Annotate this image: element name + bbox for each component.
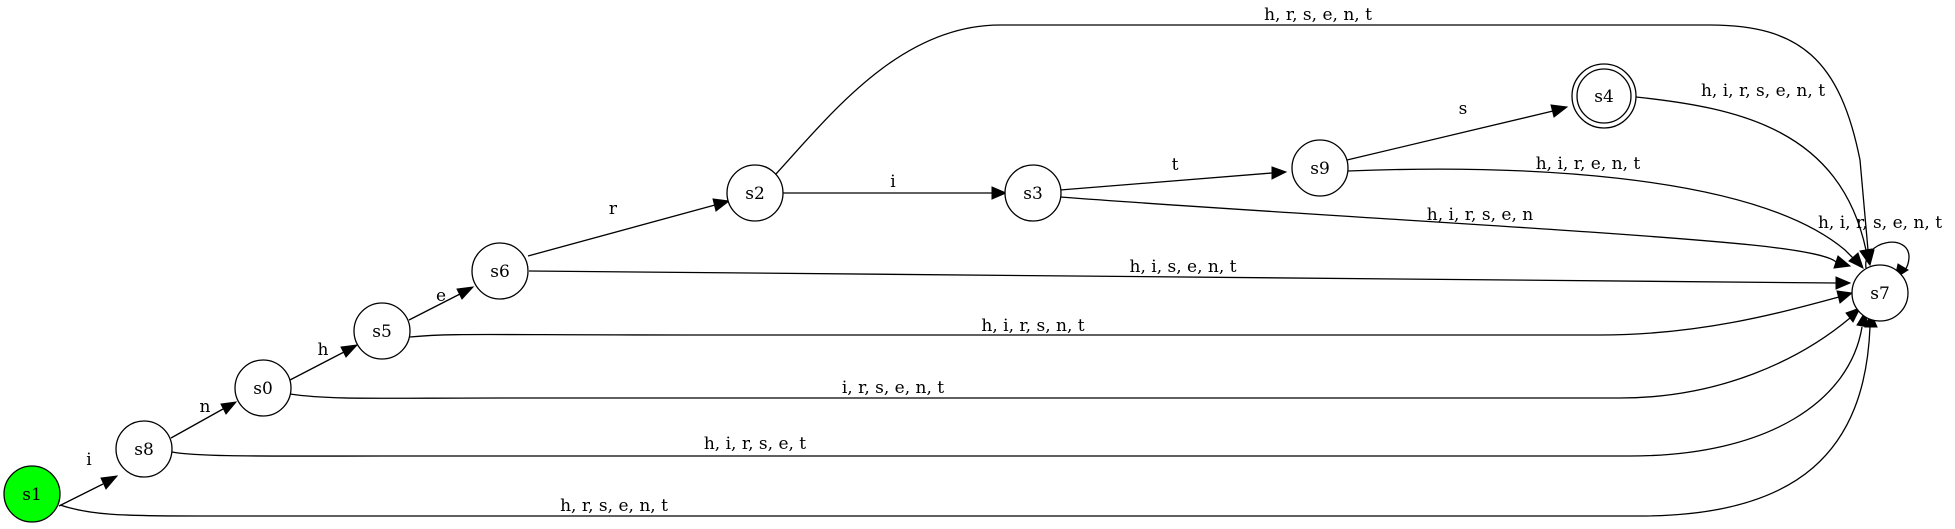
state-circle (471, 242, 529, 300)
node-label-s4: s4 (1594, 87, 1614, 107)
edge-s6-s2: r (527, 198, 731, 257)
edge-s2-s7: h, r, s, e, n, t (774, 5, 1875, 267)
edge-s9-s7: h, i, r, e, n, t (1347, 154, 1864, 269)
node-label-s2: s2 (745, 184, 765, 204)
node-label-s6: s6 (490, 262, 510, 282)
node-s2: s2 (726, 164, 784, 222)
edge-label-s8-s7: h, i, r, s, e, t (704, 434, 806, 454)
edge-label-s6-s2: r (609, 199, 618, 219)
edge-s5-s6: e (408, 286, 475, 321)
node-s6: s6 (471, 242, 529, 300)
edge-s0-s7: i, r, s, e, n, t (289, 307, 1862, 399)
node-s5: s5 (353, 302, 411, 360)
node-label-s1: s1 (22, 485, 42, 505)
edge-s6-s7: h, i, s, e, n, t (528, 257, 1852, 290)
edge-s0-s5: h (289, 340, 359, 381)
node-s8: s8 (115, 420, 173, 478)
edge-label-s5-s6: e (436, 286, 446, 306)
edge-s9-s4: s (1346, 99, 1569, 161)
state-circle (1851, 264, 1909, 322)
edge-label-s8-s0: n (200, 397, 211, 417)
node-label-s9: s9 (1310, 159, 1330, 179)
node-s0: s0 (234, 359, 292, 417)
edge-s8-s0: n (170, 397, 238, 439)
edge-s3-s9: t (1059, 155, 1288, 191)
edge-label-s9-s7: h, i, r, e, n, t (1536, 154, 1641, 174)
edge-label-s5-s7: h, i, r, s, n, t (981, 316, 1084, 336)
node-s1: s1 (3, 465, 61, 523)
edge-label-s3-s9: t (1172, 155, 1179, 175)
accepting-state-inner-circle (1576, 68, 1632, 124)
edge-label-s9-s4: s (1459, 99, 1468, 119)
edge-label-s2-s3: i (890, 172, 896, 192)
node-label-s0: s0 (253, 379, 273, 399)
edge-s1-s8: i (58, 450, 119, 507)
edge-label-s7-s7: h, i, r, s, e, n, t (1818, 213, 1942, 233)
node-label-s3: s3 (1023, 184, 1043, 204)
start-state-circle (3, 465, 61, 523)
state-circle (353, 302, 411, 360)
state-circle (726, 164, 784, 222)
state-circle (1291, 139, 1349, 197)
edge-label-s0-s7: i, r, s, e, n, t (842, 378, 944, 398)
node-label-s5: s5 (372, 322, 392, 342)
edge-label-s3-s7: h, i, r, s, e, n (1427, 205, 1533, 225)
edge-s5-s7: h, i, r, s, n, t (409, 290, 1854, 338)
edge-label-s1-s7: h, r, s, e, n, t (560, 496, 668, 516)
node-label-s7: s7 (1870, 284, 1890, 304)
edge-s1-s7: h, r, s, e, n, t (59, 311, 1878, 517)
edge-label-s0-s5: h (318, 340, 329, 360)
edge-label-s6-s7: h, i, s, e, n, t (1130, 257, 1237, 277)
node-label-s8: s8 (134, 440, 154, 460)
edge-label-s1-s8: i (86, 450, 92, 470)
node-s7: s7 (1851, 264, 1909, 322)
edge-s7-s7: h, i, r, s, e, n, t (1818, 213, 1942, 280)
state-circle (1004, 164, 1062, 222)
node-s9: s9 (1291, 139, 1349, 197)
edge-s2-s3: i (782, 172, 1008, 200)
edge-s4-s7: h, i, r, s, e, n, t (1635, 81, 1873, 266)
edge-label-s2-s7: h, r, s, e, n, t (1264, 5, 1372, 25)
edge-s3-s7: h, i, r, s, e, n (1059, 196, 1852, 269)
state-circle (115, 420, 173, 478)
node-s3: s3 (1004, 164, 1062, 222)
state-circle (234, 359, 292, 417)
edge-label-s4-s7: h, i, r, s, e, n, t (1701, 81, 1825, 101)
node-s4: s4 (1571, 63, 1637, 129)
